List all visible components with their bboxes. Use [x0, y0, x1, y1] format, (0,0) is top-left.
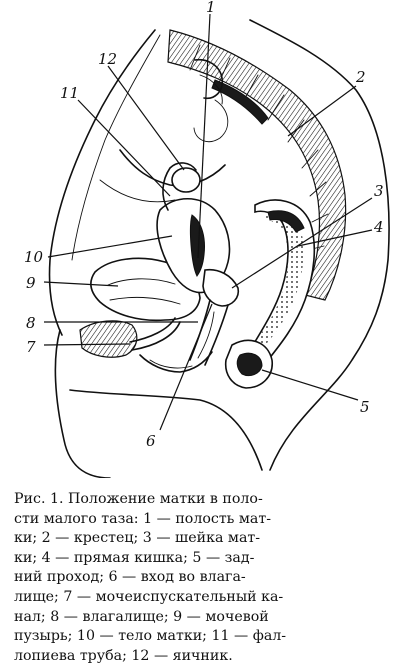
pelvis-section-drawing: 1 2 3 4 5 6 7 8 9 10 11 12	[24, 0, 390, 478]
anatomical-illustration: 1 2 3 4 5 6 7 8 9 10 11 12	[24, 0, 390, 478]
ovary	[171, 167, 201, 193]
abdominal-wall	[48, 29, 156, 336]
caption-line: лопиева труба; 12 — яичник.	[14, 647, 233, 664]
caption-line: лище; 7 — мочеиспускательный ка-	[14, 588, 284, 605]
caption-line: нал; 8 — влагалище; 9 — мочевой	[14, 608, 269, 625]
pubic-bone	[79, 320, 138, 358]
uterine-cavity	[189, 214, 205, 277]
caption-line: Рис. 1. Положение матки в поло-	[14, 491, 263, 507]
label-12: 12	[98, 50, 117, 68]
label-9: 9	[26, 274, 36, 292]
label-10: 10	[24, 248, 44, 266]
caption-line: пузырь; 10 — тело матки; 11 — фал-	[14, 628, 287, 645]
label-8: 8	[26, 314, 36, 332]
urethra	[129, 317, 176, 343]
cervix	[202, 268, 240, 307]
leader-lines	[43, 13, 373, 431]
label-1: 1	[206, 0, 216, 16]
caption-line: ний проход; 6 — вход во влага-	[14, 569, 246, 586]
caption-line: ки; 2 — крестец; 3 — шейка мат-	[14, 530, 261, 547]
fallopian-tube	[162, 162, 197, 211]
body-outline-front	[54, 329, 111, 478]
label-6: 6	[146, 432, 156, 450]
sacrum	[167, 29, 347, 301]
label-5: 5	[360, 398, 370, 416]
label-2: 2	[355, 68, 366, 86]
label-3: 3	[374, 182, 384, 200]
labia	[139, 351, 213, 373]
label-11: 11	[60, 84, 79, 102]
thigh-outline	[69, 389, 263, 471]
label-4: 4	[373, 218, 384, 236]
caption-line: сти малого таза: 1 — полость мат-	[14, 510, 272, 527]
label-7: 7	[26, 338, 36, 356]
caption-line: ки; 4 — прямая кишка; 5 — зад-	[14, 549, 255, 566]
sacral-canal	[211, 79, 269, 125]
figure-caption: Рис. 1. Положение матки в поло- сти мало…	[14, 490, 388, 666]
body-outline-back	[249, 19, 390, 471]
